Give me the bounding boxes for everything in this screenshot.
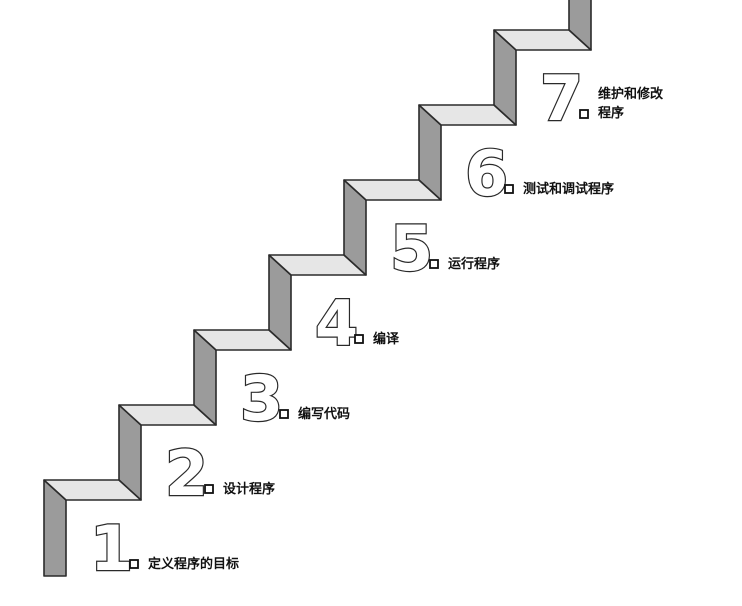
step-bullet-2 [204,484,214,494]
step-bullet-1 [129,559,139,569]
step-labels: 1 定义程序的目标 2 设计程序 3 编写代码 4 编译 5 运行程序 6 测试和调试程序 7 维护和修改… [89,61,664,586]
landing-riser [568,0,592,51]
step-bullet-7 [579,109,589,119]
step-number-6: 6 [465,137,508,210]
step-bullet-4 [354,334,364,344]
step-label-3: 编写代码 [298,406,350,422]
step-bullet-6 [504,184,514,194]
staircase [43,0,592,577]
step-number-5: 5 [390,212,433,285]
step-label-4: 编译 [373,331,400,347]
step-bullet-5 [429,259,439,269]
step-bullet-3 [279,409,289,419]
step-label-6: 测试和调试程序 [523,181,614,197]
step-label-2: 设计程序 [223,481,275,497]
step-number-4: 4 [315,287,358,360]
step-number-1: 1 [90,512,133,585]
step-label-7-line-2: 程序 [598,105,624,121]
step-number-2: 2 [165,437,208,510]
step-number-7: 7 [540,62,583,135]
step-label-1: 定义程序的目标 [147,556,239,572]
step-label-7-line-1: 维护和修改 [598,86,664,102]
step-label-5: 运行程序 [448,256,500,272]
step-number-3: 3 [240,362,283,435]
